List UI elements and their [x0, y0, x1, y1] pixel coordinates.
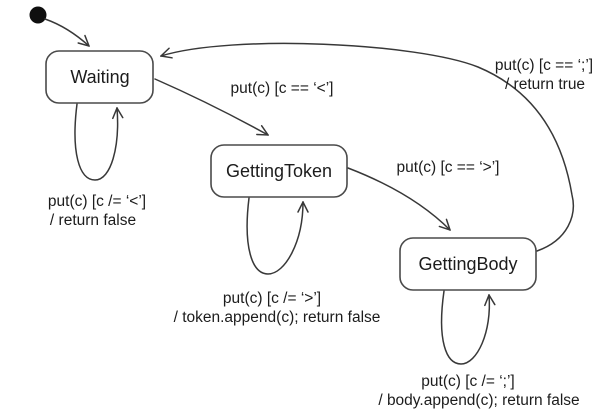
self-transition-gettingtoken: [246, 197, 303, 275]
self-label-gettingtoken-trigger: put(c) [c /= ‘>’]: [223, 290, 321, 307]
state-waiting: Waiting: [45, 50, 154, 104]
initial-state-dot: [29, 6, 47, 24]
transition-label-gettingtoken-to-gettingbody: put(c) [c == ‘>’]: [397, 159, 500, 176]
transition-gettingtoken-to-gettingbody: [347, 167, 450, 230]
state-gettingtoken-label: GettingToken: [226, 161, 332, 181]
self-transition-gettingbody: [440, 290, 490, 365]
state-gettingbody-label: GettingBody: [418, 254, 517, 274]
transition-initial-to-waiting: [44, 18, 89, 46]
self-label-gettingbody-trigger: put(c) [c /= ‘;’]: [421, 373, 514, 390]
state-waiting-box: [45, 50, 154, 104]
self-label-waiting-trigger: put(c) [c /= ‘<’]: [48, 193, 146, 210]
state-gettingbody-box: [399, 237, 537, 291]
state-gettingtoken: GettingToken: [210, 144, 348, 198]
transition-waiting-to-gettingtoken: [154, 78, 268, 135]
transition-label-gettingbody-to-waiting-action: / return true: [505, 76, 585, 93]
self-label-waiting-action: / return false: [50, 212, 136, 229]
state-gettingbody: GettingBody: [399, 237, 537, 291]
self-label-gettingtoken-action: / token.append(c); return false: [174, 309, 381, 326]
state-gettingtoken-box: [210, 144, 348, 198]
self-label-gettingbody-action: / body.append(c); return false: [378, 392, 579, 409]
state-waiting-label: Waiting: [70, 67, 129, 87]
transition-gettingbody-to-waiting: [161, 42, 574, 252]
self-transition-waiting: [74, 103, 118, 181]
transition-label-waiting-to-gettingtoken: put(c) [c == ‘<’]: [231, 80, 334, 97]
transition-label-gettingbody-to-waiting-trigger: put(c) [c == ‘;’]: [495, 57, 593, 74]
